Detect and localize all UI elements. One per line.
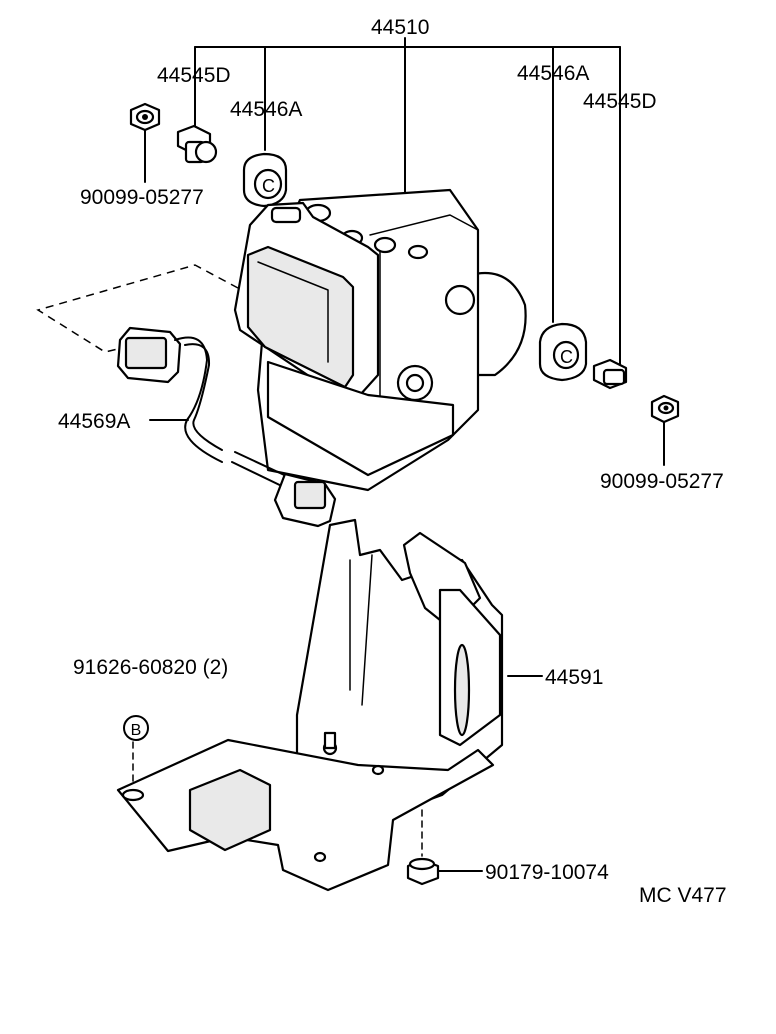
nut-bottom-part — [406, 857, 440, 886]
callout-91626-60820: 91626-60820 (2) — [73, 656, 228, 679]
callout-44546a-right: 44546A — [517, 62, 589, 85]
connector-dashed-outline — [36, 264, 239, 353]
figure-code: MC V477 — [639, 884, 727, 907]
callout-90099-05277-left: 90099-05277 — [80, 186, 204, 209]
callout-90099-05277-right: 90099-05277 — [600, 470, 724, 493]
callout-44546a-left: 44546A — [230, 98, 302, 121]
bracket-part — [116, 518, 504, 892]
screw-left-part — [176, 124, 218, 164]
cushion-left-part: C — [242, 152, 288, 208]
callout-44545d-right: 44545D — [583, 90, 657, 113]
callout-44591: 44591 — [545, 666, 603, 689]
wire-harness-part — [116, 326, 337, 528]
bolt-left-part — [129, 102, 161, 132]
cushion-right-part: C — [538, 322, 588, 382]
marker-label: B — [131, 722, 142, 739]
bolt-right-part — [650, 394, 680, 424]
svg-text:C: C — [262, 176, 275, 196]
callout-90179-10074: 90179-10074 — [485, 861, 609, 884]
screw-right-part — [592, 358, 628, 390]
svg-text:C: C — [560, 347, 573, 367]
bracket-bolt-marker: B — [123, 715, 149, 741]
callout-44569a: 44569A — [58, 410, 130, 433]
abs-actuator-part — [233, 188, 527, 492]
callout-44510: 44510 — [371, 16, 429, 39]
callout-44545d-left: 44545D — [157, 64, 231, 87]
